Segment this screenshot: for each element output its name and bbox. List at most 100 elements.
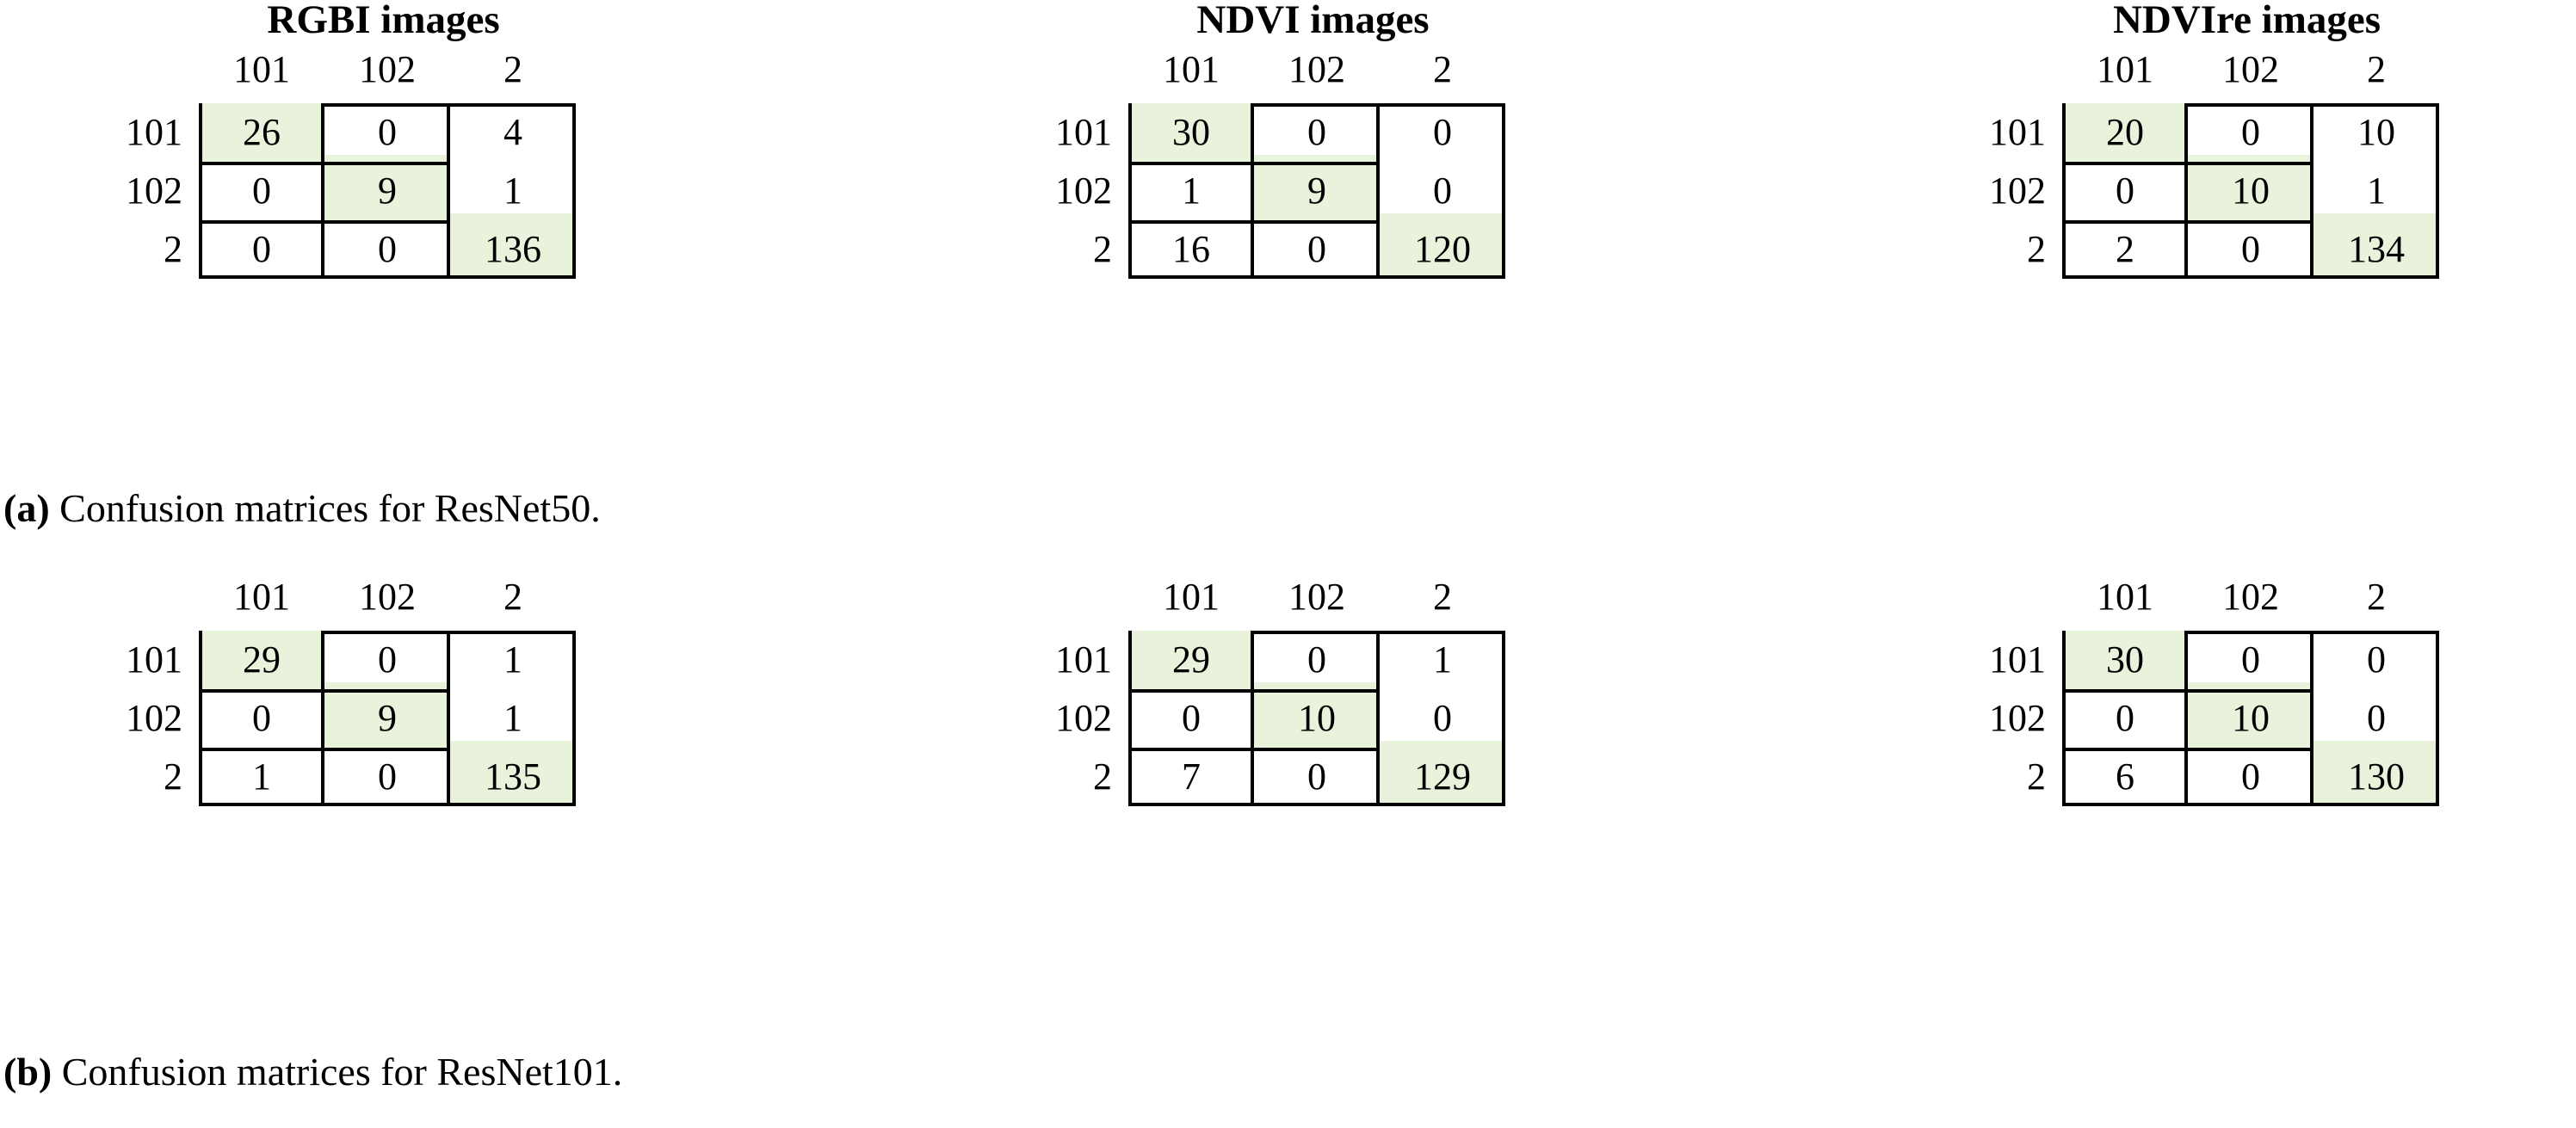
diagonal-highlight-0 xyxy=(1128,103,1254,162)
matrix-cell-r2-c2: 129 xyxy=(1414,755,1471,798)
diagonal-highlight-1 xyxy=(1254,682,1380,748)
row-header-2: 2 xyxy=(2027,228,2046,270)
matrix-cell-r0-c2: 10 xyxy=(2357,111,2395,153)
row-header-102: 102 xyxy=(1989,697,2046,739)
matrix-cell-r2-c2: 120 xyxy=(1414,228,1471,270)
matrix-cell-r2-c1: 0 xyxy=(2241,228,2260,270)
caption-marker: (b) xyxy=(3,1050,53,1094)
row-header-102: 102 xyxy=(1055,697,1112,739)
matrix-cell-r0-c0: 26 xyxy=(243,111,281,153)
diagonal-highlight-1 xyxy=(1254,155,1380,220)
matrix-cell-r2-c1: 0 xyxy=(1307,755,1326,798)
matrix-cell-r0-c2: 0 xyxy=(2367,638,2386,681)
matrix-cell-r1-c1: 10 xyxy=(2232,697,2270,739)
diagonal-highlight-1 xyxy=(2188,682,2313,748)
matrix-cell-r1-c0: 0 xyxy=(2116,697,2134,739)
matrix-cell-r1-c2: 0 xyxy=(2367,697,2386,739)
row-header-2: 2 xyxy=(1093,755,1112,798)
diagonal-highlight-1 xyxy=(324,155,450,220)
matrix-cell-r0-c0: 20 xyxy=(2106,111,2144,153)
diagonal-highlight-1 xyxy=(2188,155,2313,220)
column-header-2: 2 xyxy=(1433,48,1452,90)
diagonal-highlight-2 xyxy=(450,213,576,279)
matrix-cell-r2-c2: 135 xyxy=(485,755,541,798)
column-header-2: 2 xyxy=(2367,48,2386,90)
matrix-cell-r0-c2: 4 xyxy=(503,111,522,153)
matrix-cell-r1-c2: 0 xyxy=(1433,697,1452,739)
row-header-101: 101 xyxy=(1989,638,2046,681)
matrix-cell-r2-c2: 130 xyxy=(2348,755,2405,798)
matrix-cell-r0-c1: 0 xyxy=(378,638,397,681)
matrix-cell-r1-c1: 9 xyxy=(378,697,397,739)
column-header-2: 2 xyxy=(2367,576,2386,618)
diagonal-highlight-2 xyxy=(2313,741,2439,806)
row-header-101: 101 xyxy=(1055,111,1112,153)
column-header-2: 2 xyxy=(503,576,522,618)
matrix-cell-r1-c1: 10 xyxy=(1298,697,1336,739)
caption-text: Confusion matrices for ResNet50. xyxy=(49,486,601,530)
matrix-cell-r0-c0: 30 xyxy=(2106,638,2144,681)
row-header-101: 101 xyxy=(126,638,182,681)
matrix-cell-r0-c1: 0 xyxy=(2241,111,2260,153)
matrix-cell-r0-c0: 29 xyxy=(1172,638,1210,681)
column-header-101: 101 xyxy=(2097,48,2153,90)
matrix-cell-r1-c2: 1 xyxy=(503,697,522,739)
row-header-2: 2 xyxy=(2027,755,2046,798)
diagonal-highlight-2 xyxy=(2313,213,2439,279)
panel-caption-a: (a) Confusion matrices for ResNet50. xyxy=(3,486,601,531)
matrix-cell-r1-c1: 10 xyxy=(2232,170,2270,212)
diagonal-highlight-2 xyxy=(1380,741,1505,806)
matrix-cell-r2-c0: 7 xyxy=(1182,755,1201,798)
column-header-102: 102 xyxy=(359,576,416,618)
column-header-102: 102 xyxy=(359,48,416,90)
matrix-cell-r1-c0: 0 xyxy=(252,697,271,739)
row-header-2: 2 xyxy=(164,755,182,798)
row-header-102: 102 xyxy=(1989,170,2046,212)
matrix-cell-r1-c2: 1 xyxy=(2367,170,2386,212)
matrix-cell-r1-c2: 1 xyxy=(503,170,522,212)
matrix-cell-r2-c0: 0 xyxy=(252,228,271,270)
diagonal-highlight-0 xyxy=(1128,631,1254,689)
matrix-cell-r1-c0: 0 xyxy=(252,170,271,212)
matrix-cell-r0-c2: 0 xyxy=(1433,111,1452,153)
diagonal-highlight-1 xyxy=(324,682,450,748)
matrix-cell-r1-c0: 0 xyxy=(1182,697,1201,739)
matrix-cell-r2-c0: 6 xyxy=(2116,755,2134,798)
matrix-cell-r0-c1: 0 xyxy=(1307,111,1326,153)
caption-text: Confusion matrices for ResNet101. xyxy=(52,1050,623,1094)
matrix-cell-r2-c1: 0 xyxy=(378,755,397,798)
diagonal-highlight-0 xyxy=(199,103,324,162)
column-header-101: 101 xyxy=(2097,576,2153,618)
matrix-title: NDVI images xyxy=(1196,0,1430,42)
matrix-cell-r0-c0: 30 xyxy=(1172,111,1210,153)
matrix-cell-r2-c1: 0 xyxy=(378,228,397,270)
row-header-102: 102 xyxy=(126,697,182,739)
row-header-2: 2 xyxy=(164,228,182,270)
column-header-101: 101 xyxy=(1163,576,1220,618)
matrix-cell-r0-c1: 0 xyxy=(378,111,397,153)
caption-marker: (a) xyxy=(3,486,50,530)
